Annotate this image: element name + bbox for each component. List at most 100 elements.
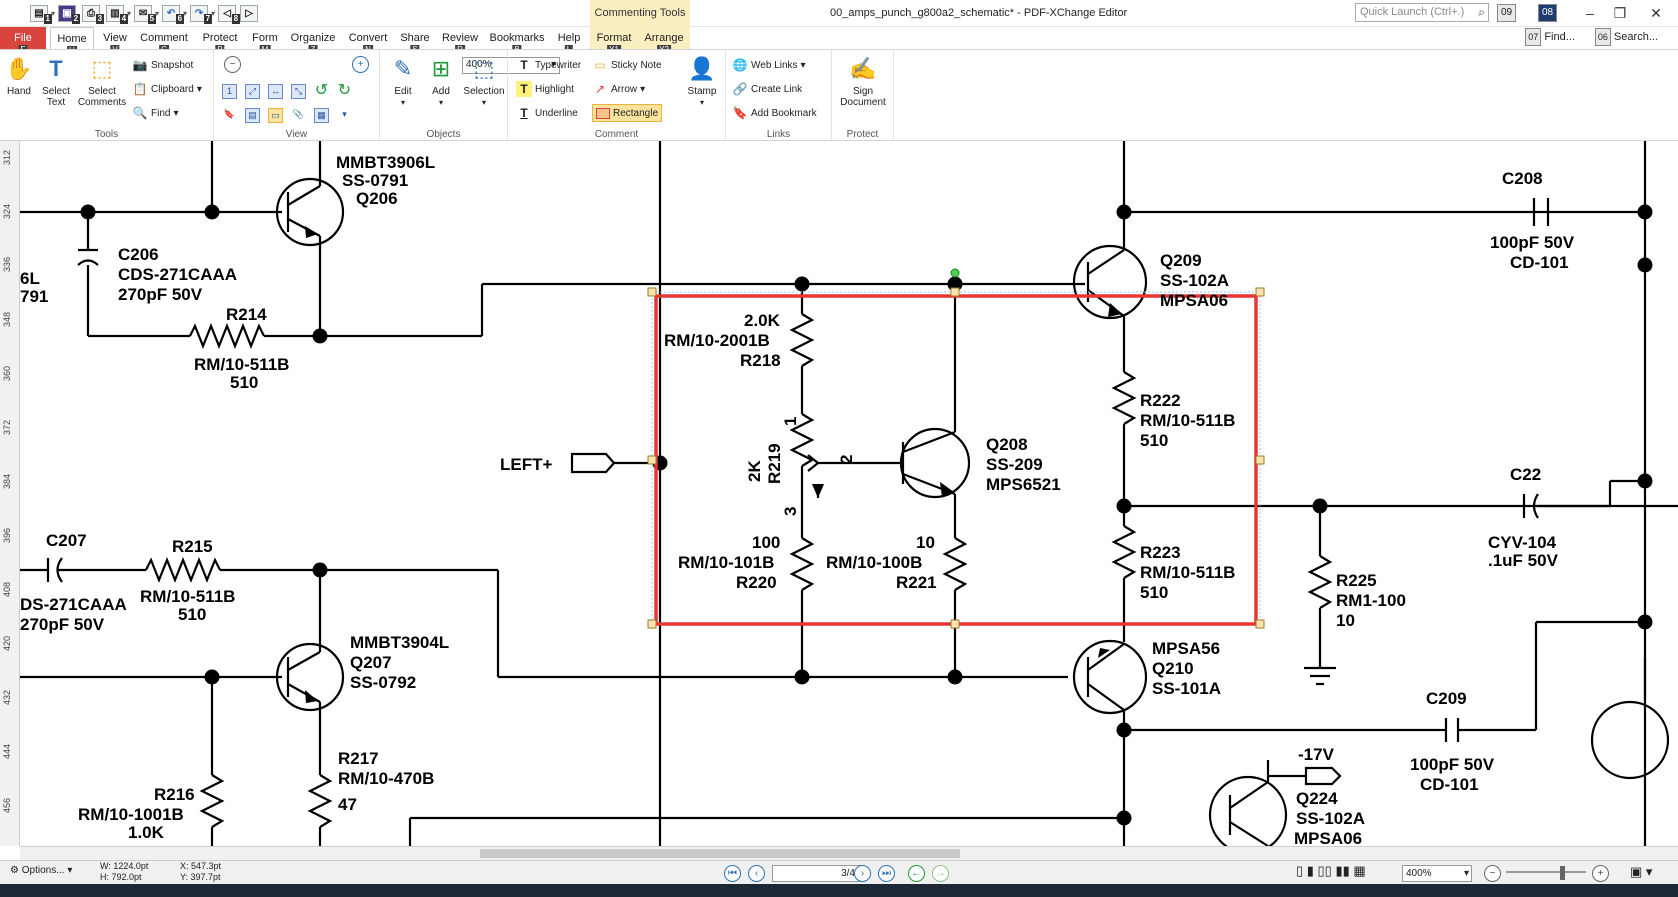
r225-label: R225 (1336, 571, 1377, 590)
r222-label: 510 (1140, 431, 1168, 450)
tab-help[interactable]: HelpL (552, 27, 586, 55)
zoom-slider-handle[interactable] (1560, 866, 1565, 880)
minimize-button[interactable]: – (1586, 5, 1594, 21)
next-view-icon[interactable]: ▷ (240, 4, 259, 22)
actual-size-icon[interactable]: 1 (222, 83, 237, 99)
c22-label: CYV-104 (1488, 533, 1557, 552)
previous-view-icon[interactable]: ◁8 (218, 4, 241, 24)
email-icon[interactable]: ✉5 (134, 4, 157, 24)
hand-button[interactable]: ✋Hand (5, 55, 33, 97)
undo-icon[interactable]: ↶6 (162, 4, 185, 24)
zoom-out-icon[interactable]: − (1484, 865, 1501, 882)
next-page-icon[interactable]: › (854, 865, 871, 882)
select-comments-button[interactable]: ⬚Select Comments (77, 55, 127, 108)
back-icon[interactable]: ← (908, 865, 925, 882)
fit-icon[interactable]: ▣ ▾ (1630, 864, 1653, 879)
stamp-button[interactable]: 👤Stamp▾ (687, 55, 717, 107)
add-bookmark-button[interactable]: 🔖Add Bookmark (732, 106, 817, 120)
print-icon[interactable]: ⎙3 (82, 4, 105, 24)
sticky-note-button[interactable]: ▭Sticky Note (592, 56, 661, 74)
close-button[interactable]: ✕ (1650, 5, 1662, 21)
rectangle-annotation[interactable] (647, 268, 1265, 629)
forward-icon[interactable]: → (932, 865, 949, 882)
arrow-button[interactable]: ↗Arrow ▾ (592, 80, 645, 98)
r216-label: R216 (154, 785, 195, 804)
web-links-button[interactable]: 🌐Web Links ▾ (732, 58, 806, 72)
page-number-input[interactable]: 3/4 (772, 865, 862, 882)
status-zoom-combo[interactable]: 400%▾ (1402, 865, 1472, 882)
open-icon[interactable]: ▤1 (30, 4, 52, 24)
clipboard-button[interactable]: 📋Clipboard ▾ (132, 82, 202, 96)
r225-label: 10 (1336, 611, 1355, 630)
tab-view[interactable]: ViewV (98, 27, 132, 55)
tab-protect[interactable]: ProtectP (196, 27, 244, 55)
selection-handles[interactable] (647, 287, 1265, 629)
tab-comment[interactable]: CommentC (136, 27, 192, 55)
horizontal-scrollbar[interactable] (20, 846, 1678, 860)
comments-icon[interactable]: ▭ (268, 107, 283, 123)
tab-format[interactable]: FormatY1 (590, 27, 638, 55)
fit-page-icon[interactable]: ⤢ (245, 83, 260, 99)
bookmark-icon[interactable]: 🔖 (223, 108, 236, 119)
zoom-in-icon[interactable]: + (1592, 865, 1609, 882)
page-layout-icons[interactable]: ▯ ▮ ▯▯ ▮▮ ▦ (1296, 863, 1366, 878)
search-button[interactable]: 06 Search... (1594, 28, 1658, 46)
sign-document-button[interactable]: ✍Sign Document (840, 55, 886, 108)
q224-label: Q224 (1296, 789, 1338, 808)
tab-file[interactable]: FileF (0, 27, 46, 55)
create-link-button[interactable]: 🔗Create Link (732, 82, 803, 96)
pages-icon[interactable]: ▤ (245, 107, 260, 123)
maximize-button[interactable]: ❐ (1613, 5, 1627, 21)
options-button[interactable]: ⚙ Options... ▾ (10, 865, 73, 876)
tab-home[interactable]: HomeH (50, 27, 94, 56)
view-tools-row-1: 1 ⤢ ↔ ⤡ ↺ ↻ (222, 82, 354, 100)
q206-label: Q206 (356, 189, 398, 208)
tab-organize[interactable]: OrganizeZ (286, 27, 340, 55)
fit-width-icon[interactable]: ↔ (268, 83, 283, 99)
r221-label: RM/10-100B (826, 553, 922, 572)
tab-share[interactable]: ShareS (396, 27, 434, 55)
properties-icon[interactable]: ▥4 (106, 4, 129, 24)
edit-button[interactable]: ✎Edit▾ (386, 54, 420, 108)
zoom-combo[interactable]: 400%▾ (462, 57, 560, 74)
document-view[interactable]: MMBT3906L SS-0791 Q206 C206 CDS-271CAAA … (20, 141, 1678, 846)
tab-bookmarks[interactable]: BookmarksB (486, 27, 548, 55)
attachment-icon[interactable]: 📎 (292, 108, 305, 119)
chevron-down-icon: ▾ (1463, 868, 1469, 879)
save-icon[interactable]: ▣2 (58, 4, 81, 24)
redo-icon[interactable]: ↷7 (190, 4, 213, 24)
quick-launch-input[interactable]: Quick Launch (Ctrl+.)⌕ (1355, 3, 1489, 22)
snapshot-button[interactable]: 📷Snapshot (132, 58, 194, 72)
zoom-in-icon[interactable]: + (352, 56, 369, 73)
tab-form[interactable]: FormM (248, 27, 282, 55)
tab-convert[interactable]: ConvertN (344, 27, 392, 55)
r220-label: R220 (736, 573, 777, 592)
selection-button[interactable]: ⬚Selection▾ (463, 55, 505, 107)
rectangle-button[interactable]: Rectangle (592, 104, 663, 122)
find-tool-button[interactable]: 🔍Find ▾ (132, 106, 179, 120)
last-page-icon[interactable]: ⏭ (878, 865, 895, 882)
fit-visible-icon[interactable]: ⤡ (291, 83, 306, 99)
properties-icon[interactable]: ▾ (342, 108, 347, 119)
tray-icon-b[interactable]: 08 (1538, 4, 1558, 22)
prev-page-icon[interactable]: ‹ (748, 865, 765, 882)
scrollbar-thumb[interactable] (480, 849, 960, 858)
rotate-right-icon[interactable]: ↻ (337, 81, 352, 99)
window-title: 00_amps_punch_g800a2_schematic* - PDF-XC… (830, 7, 1128, 19)
tab-arrange[interactable]: ArrangeY2 (638, 27, 690, 55)
add-button[interactable]: ⊞Add▾ (424, 54, 458, 108)
rotate-left-icon[interactable]: ↺ (314, 81, 329, 99)
r216-label: 1.0K (128, 823, 165, 842)
schematic-labels: MMBT3906L SS-0791 Q206 C206 CDS-271CAAA … (20, 153, 1575, 846)
tab-review[interactable]: ReviewR (438, 27, 482, 55)
find-button[interactable]: 07 Find... (1525, 28, 1575, 46)
layers-icon[interactable]: ▦ (314, 107, 329, 123)
tray-icon-a[interactable]: 09 (1497, 4, 1517, 22)
first-page-icon[interactable]: ⏮ (724, 865, 741, 882)
zoom-slider[interactable] (1506, 871, 1586, 873)
zoom-out-icon[interactable]: − (224, 56, 241, 73)
